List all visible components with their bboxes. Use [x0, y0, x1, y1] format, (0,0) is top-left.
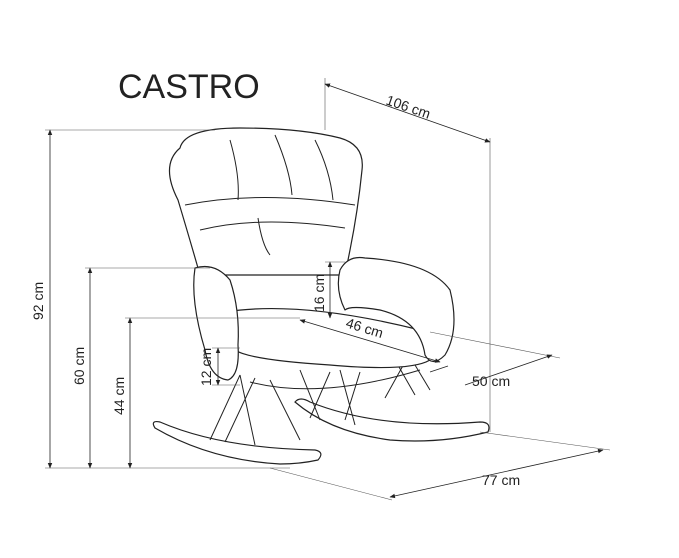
armrest-height-label: 60 cm: [71, 347, 87, 385]
width-label: 77 cm: [482, 472, 520, 488]
dimension-lines: [45, 78, 611, 501]
seat-height-label: 44 cm: [111, 377, 127, 415]
left-rocker: [152, 421, 322, 465]
right-rocker: [294, 398, 490, 442]
product-title: CASTRO: [118, 68, 260, 106]
armrest-above-seat-label: 16 cm: [311, 274, 327, 312]
left-armrest: [193, 265, 239, 381]
seat-depth-label: 50 cm: [472, 373, 510, 389]
chair-back: [168, 127, 363, 276]
seat-thickness-label: 12 cm: [198, 348, 214, 386]
depth-label: 106 cm: [384, 92, 433, 122]
height-label: 92 cm: [30, 282, 46, 320]
